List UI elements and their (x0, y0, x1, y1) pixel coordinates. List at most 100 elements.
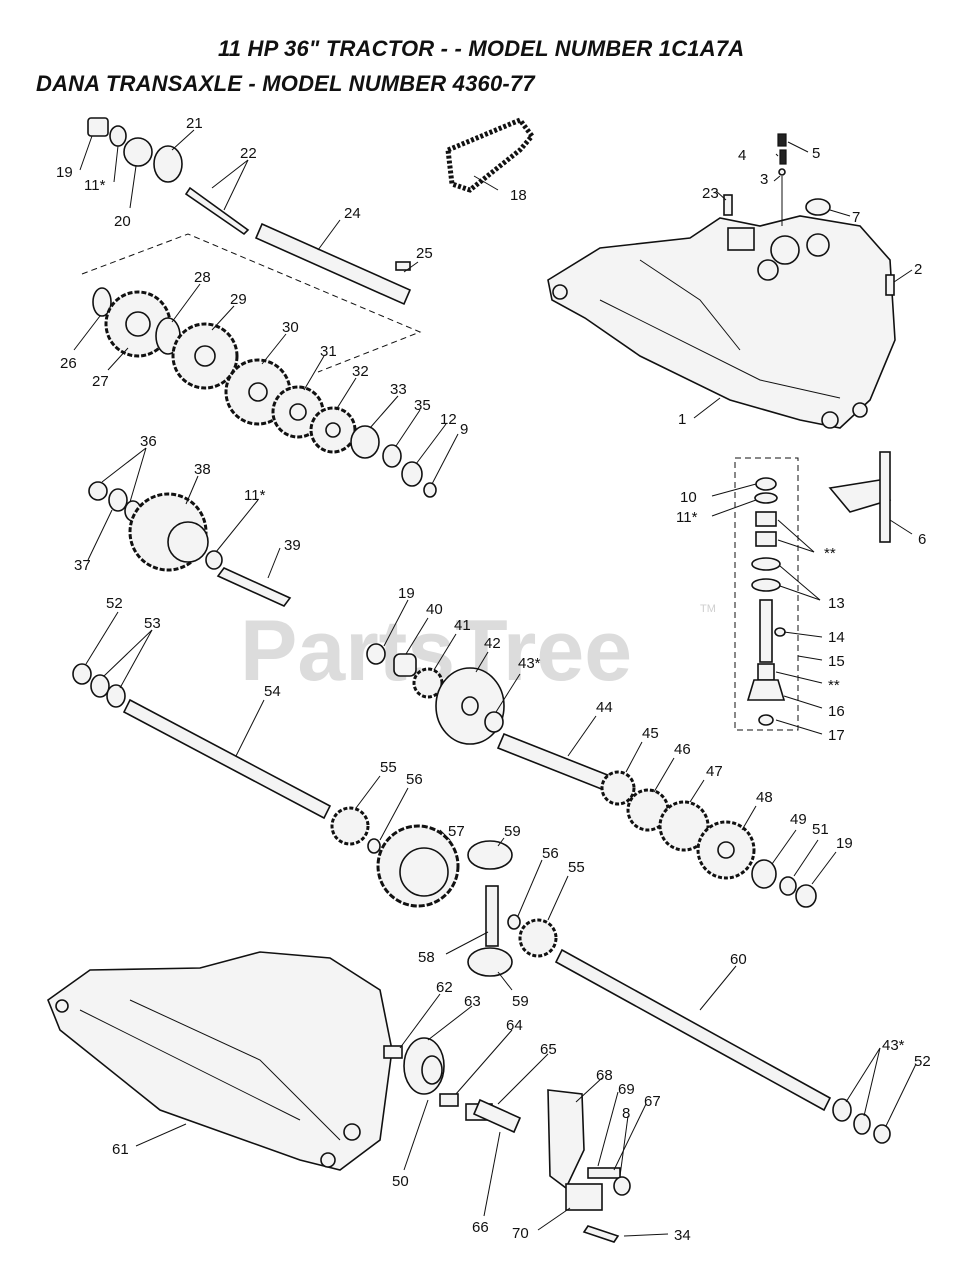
leader-lines (73, 129, 917, 1237)
shift-stack (746, 477, 786, 726)
part-label: 53 (144, 615, 161, 632)
part-label: 17 (828, 727, 845, 744)
lower-housing-part (47, 951, 393, 1171)
part-label: 11* (244, 487, 266, 504)
part-label: 1 (678, 411, 686, 428)
part-label: 24 (344, 205, 361, 222)
part-label: 7 (852, 209, 860, 226)
part-label: 14 (828, 629, 845, 646)
part-label: 67 (644, 1093, 661, 1110)
part-label: 70 (512, 1225, 529, 1242)
axle-washers (832, 1098, 891, 1144)
part-label: 37 (74, 557, 91, 574)
part-label: 52 (106, 595, 123, 612)
part-label: 18 (510, 187, 527, 204)
upper-housing-part (547, 215, 896, 429)
part-label: 58 (418, 949, 435, 966)
part-label: 33 (390, 381, 407, 398)
part-label: 23 (702, 185, 719, 202)
top-right-small-parts (723, 133, 895, 296)
part-label: 16 (828, 703, 845, 720)
part-label: 3 (760, 171, 768, 188)
part-label: 11* (676, 509, 698, 526)
part-label: ** (828, 677, 840, 694)
part-label: 63 (464, 993, 481, 1010)
part-label: 29 (230, 291, 247, 308)
part-label: 35 (414, 397, 431, 414)
part-label: 45 (642, 725, 659, 742)
part-label: 38 (194, 461, 211, 478)
part-label: 32 (352, 363, 369, 380)
part-label: 55 (568, 859, 585, 876)
part-label: 19 (836, 835, 853, 852)
part-label: 13 (828, 595, 845, 612)
part-label: 9 (460, 421, 468, 438)
gear-stack (92, 287, 437, 498)
part-label: 69 (618, 1081, 635, 1098)
countershaft (72, 663, 332, 820)
part-label: 8 (622, 1105, 630, 1122)
part-label: 21 (186, 115, 203, 132)
part-label: 6 (918, 531, 926, 548)
axle-part (554, 948, 832, 1112)
part-label: 48 (756, 789, 773, 806)
part-label: 44 (596, 699, 613, 716)
part-label: 34 (674, 1227, 691, 1244)
part-label: ** (824, 545, 836, 562)
differential (330, 806, 558, 977)
part-label: 60 (730, 951, 747, 968)
part-label: 56 (542, 845, 559, 862)
part-label: 28 (194, 269, 211, 286)
part-label: 47 (706, 763, 723, 780)
shift-lever-part (828, 451, 892, 543)
part-label: 55 (380, 759, 397, 776)
part-label: 10 (680, 489, 697, 506)
part-label: 15 (828, 653, 845, 670)
upper-shaft-assembly (87, 117, 412, 306)
part-label: 31 (320, 343, 337, 360)
part-label: 27 (92, 373, 109, 390)
diagram-title: 11 HP 36" TRACTOR - - MODEL NUMBER 1C1A7… (218, 36, 745, 61)
part-label: 50 (392, 1173, 409, 1190)
part-label: 12 (440, 411, 457, 428)
part-label: 59 (512, 993, 529, 1010)
part-label: 42 (484, 635, 501, 652)
part-label: 68 (596, 1067, 613, 1084)
part-label: 51 (812, 821, 829, 838)
part-label: 64 (506, 1017, 523, 1034)
drive-chain-part (445, 116, 536, 193)
part-label: 30 (282, 319, 299, 336)
part-labels: 19 11* 20 21 22 24 25 18 4 5 3 23 7 2 1 … (56, 115, 931, 1244)
part-label: 39 (284, 537, 301, 554)
part-label: 57 (448, 823, 465, 840)
part-label: 5 (812, 145, 820, 162)
output-shaft (496, 732, 817, 908)
watermark-trademark: TM (700, 603, 716, 615)
part-label: 49 (790, 811, 807, 828)
brake-assembly (383, 1037, 631, 1243)
part-label: 36 (140, 433, 157, 450)
part-label: 2 (914, 261, 922, 278)
bracket-box (734, 457, 799, 731)
part-label: 41 (454, 617, 471, 634)
part-label: 25 (416, 245, 433, 262)
part-label: 66 (472, 1219, 489, 1236)
part-label: 11* (84, 177, 106, 194)
part-label: 43* (518, 655, 541, 672)
part-label: 46 (674, 741, 691, 758)
part-label: 19 (398, 585, 415, 602)
part-label: 65 (540, 1041, 557, 1058)
part-label: 43* (882, 1037, 905, 1054)
part-label: 59 (504, 823, 521, 840)
part-label: 62 (436, 979, 453, 996)
part-label: 61 (112, 1141, 129, 1158)
part-label: 4 (738, 147, 746, 164)
cluster-gear (88, 481, 292, 607)
part-label: 40 (426, 601, 443, 618)
part-label: 56 (406, 771, 423, 788)
part-label: 26 (60, 355, 77, 372)
part-label: 20 (114, 213, 131, 230)
diagram-subtitle: DANA TRANSAXLE - MODEL NUMBER 4360-77 (36, 71, 535, 96)
part-label: 52 (914, 1053, 931, 1070)
part-label: 54 (264, 683, 281, 700)
